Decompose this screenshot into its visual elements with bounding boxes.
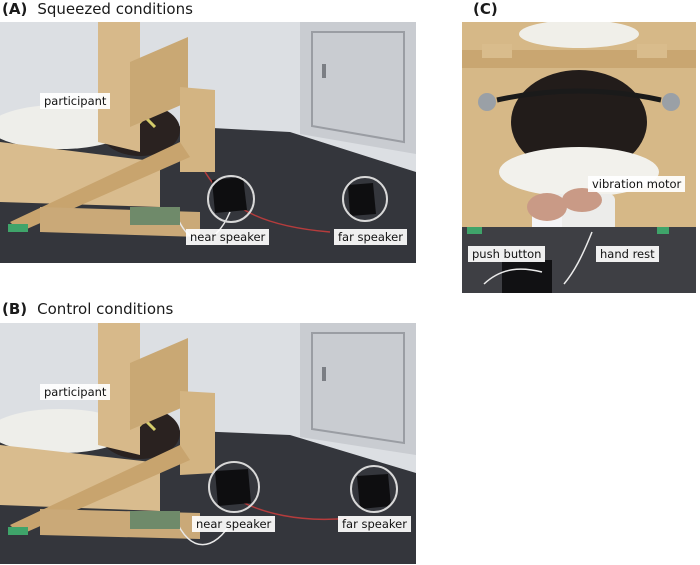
photo-control-setup: participant near speaker far speaker (0, 323, 416, 564)
panel-c-title: (C) (473, 0, 508, 18)
near-speaker-highlight-ring (208, 461, 260, 513)
push-button-label: push button (468, 246, 546, 262)
photo-squeezed-setup: participant near speaker far speaker (0, 22, 416, 263)
photo-hand-scene (462, 22, 696, 293)
panel-a-letter: (A) (2, 0, 28, 18)
participant-label: participant (40, 384, 111, 400)
panel-b-caption: Control conditions (37, 300, 174, 318)
far-speaker-highlight-ring (350, 465, 398, 513)
participant-label: participant (40, 93, 111, 109)
far-speaker-highlight-ring (342, 176, 388, 222)
panel-b-title: (B) Control conditions (2, 300, 173, 318)
panel-c-letter: (C) (473, 0, 498, 18)
panel-a-caption: Squeezed conditions (37, 0, 193, 18)
near-speaker-highlight-ring (207, 175, 255, 223)
far-speaker-label: far speaker (338, 516, 411, 532)
far-speaker-label: far speaker (334, 229, 407, 245)
photo-squeezed-scene (0, 22, 416, 263)
panel-a-title: (A) Squeezed conditions (2, 0, 193, 18)
hand-rest-label: hand rest (596, 246, 659, 262)
near-speaker-label: near speaker (192, 516, 276, 532)
near-speaker-label: near speaker (186, 229, 270, 245)
photo-hand-setup: vibration motor push button hand rest (462, 22, 696, 293)
vibration-motor-label: vibration motor (588, 176, 686, 192)
panel-b-letter: (B) (2, 300, 28, 318)
